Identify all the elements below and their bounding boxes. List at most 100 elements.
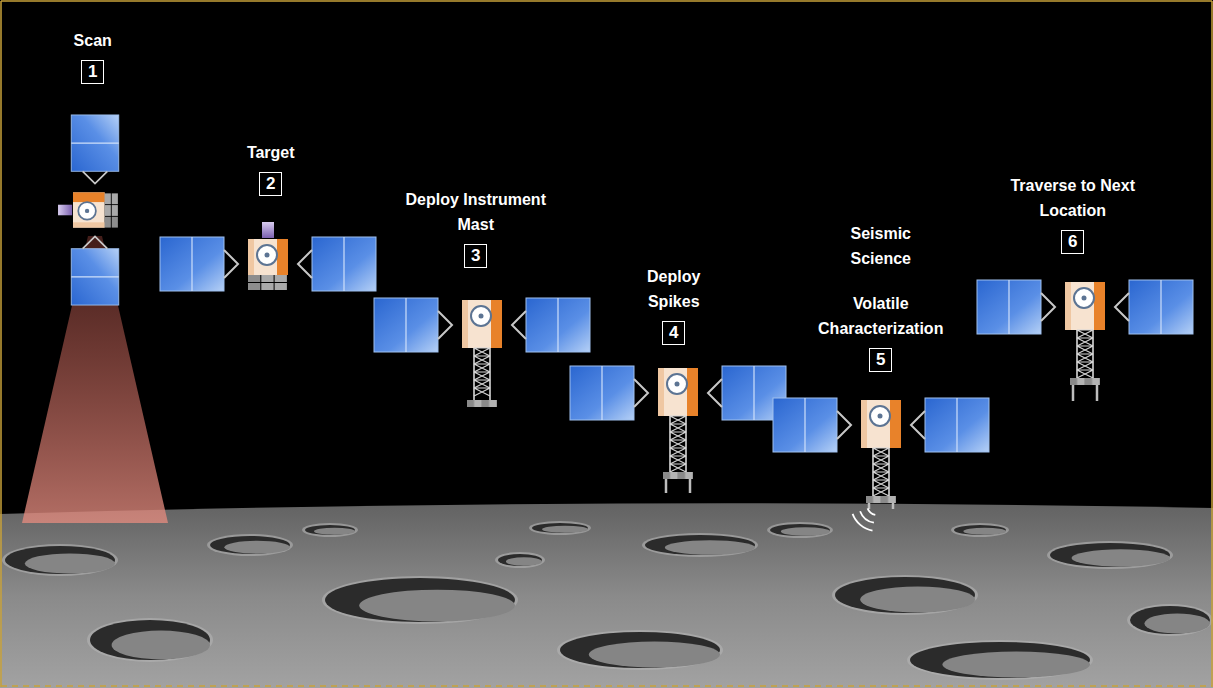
panel-hinge (837, 411, 851, 439)
callout-number: 5 (876, 350, 885, 370)
crater-rim (832, 575, 978, 615)
solar-panel (773, 398, 837, 452)
panel-divider (1160, 280, 1161, 334)
solar-panel (312, 237, 376, 291)
panel-divider (405, 298, 406, 352)
instrument-grid (105, 217, 111, 228)
panel-hinge (1115, 293, 1129, 321)
solar-panel (160, 237, 224, 291)
lander-body (658, 368, 698, 416)
mast-foot-segment (671, 472, 678, 479)
mast-lattice (1077, 330, 1093, 338)
crater-rim (767, 522, 833, 538)
crater-floor (25, 553, 115, 573)
antenna-feed (85, 209, 89, 213)
lander-body-side (1094, 282, 1105, 330)
antenna-dish (471, 306, 491, 326)
crater-floor (781, 527, 830, 536)
lander-body-side (277, 239, 288, 275)
panel-divider (753, 366, 754, 420)
panel-hinge (512, 311, 526, 339)
panel-divider (601, 366, 602, 420)
mast-lattice (474, 388, 490, 396)
crater-rim (2, 544, 118, 576)
instrument-grid (248, 283, 260, 290)
panel-hinge (1041, 293, 1055, 321)
antenna-feed (878, 414, 883, 419)
lander-spacecraft (570, 366, 786, 493)
mast-foot-segment (686, 472, 693, 479)
scan-beam (22, 236, 168, 523)
mast-lattice (873, 464, 889, 472)
mast-lattice (873, 456, 889, 464)
mast-lattice (873, 488, 889, 496)
mast-lattice (670, 424, 686, 432)
antenna-dish (78, 202, 96, 220)
panel-divider (557, 298, 558, 352)
mast-foot-segment (467, 400, 474, 407)
step-number-box: Deploy Instrument Mast3 (464, 244, 487, 268)
panel-hinge (708, 379, 722, 407)
callout-number: 4 (669, 323, 678, 343)
crater-shadow (90, 620, 210, 660)
lander-spacecraft (977, 280, 1193, 401)
solar-panel (526, 298, 590, 352)
crater-shadow (835, 577, 975, 613)
antenna-dish (870, 406, 890, 426)
mast-foot-segment (482, 400, 489, 407)
mast-lattice (1077, 346, 1093, 354)
solar-panel (1129, 280, 1193, 334)
step-number-box: Deploy Spikes4 (662, 321, 685, 345)
target-sensor (58, 205, 72, 216)
callout-number: 6 (1068, 232, 1077, 252)
seismic-wave (853, 514, 873, 531)
crater-floor (1144, 613, 1210, 633)
step-heading: Deploy Spikes (634, 264, 714, 314)
crater-floor (506, 557, 542, 566)
lander-body-side (890, 400, 901, 448)
mast-foot (1070, 378, 1100, 385)
lander-body (462, 300, 502, 348)
step-heading: Traverse to Next Location (1010, 173, 1135, 223)
frame-line (0, 1, 2, 687)
step-heading: Target (226, 140, 316, 165)
mast-lattice (474, 364, 490, 372)
instrument-grid (105, 193, 111, 204)
mast-foot-segment (1093, 378, 1100, 385)
crater-rim (951, 523, 1009, 537)
mast-foot-segment (866, 496, 873, 503)
crater-shadow (954, 525, 1006, 535)
crater-floor (314, 528, 355, 535)
crater-floor (963, 528, 1006, 535)
callout-number: 2 (266, 174, 275, 194)
lander-body-side (658, 368, 664, 416)
mast-lattice (1077, 370, 1093, 378)
antenna-feed (675, 382, 680, 387)
solar-panel (570, 366, 634, 420)
solar-panel (71, 249, 119, 305)
panel-hinge (224, 250, 238, 278)
panel-divider (1008, 280, 1009, 334)
crater-rim (642, 533, 758, 557)
mast-foot-segment (1070, 378, 1077, 385)
crater-shadow (1050, 543, 1170, 567)
mast-lattice (474, 348, 490, 356)
mast-lattice (873, 448, 889, 456)
crater-rim (1127, 604, 1213, 636)
antenna-feed (479, 314, 484, 319)
panel-hinge (634, 379, 648, 407)
seismic-wave (868, 508, 876, 514)
lander-body-side (73, 192, 105, 202)
crater-shadow (770, 524, 830, 536)
crater-rim (907, 640, 1093, 680)
step-heading: Scan (48, 28, 138, 53)
lander-body (1065, 282, 1105, 330)
instrument-grid (248, 275, 260, 282)
crater-floor (1072, 549, 1170, 566)
crater-shadow (560, 632, 720, 668)
step-heading-group: Traverse to Next Location (1010, 173, 1135, 223)
callout-number: 3 (471, 246, 480, 266)
frame-line (1, 0, 1212, 2)
callout-number: 1 (88, 62, 97, 82)
